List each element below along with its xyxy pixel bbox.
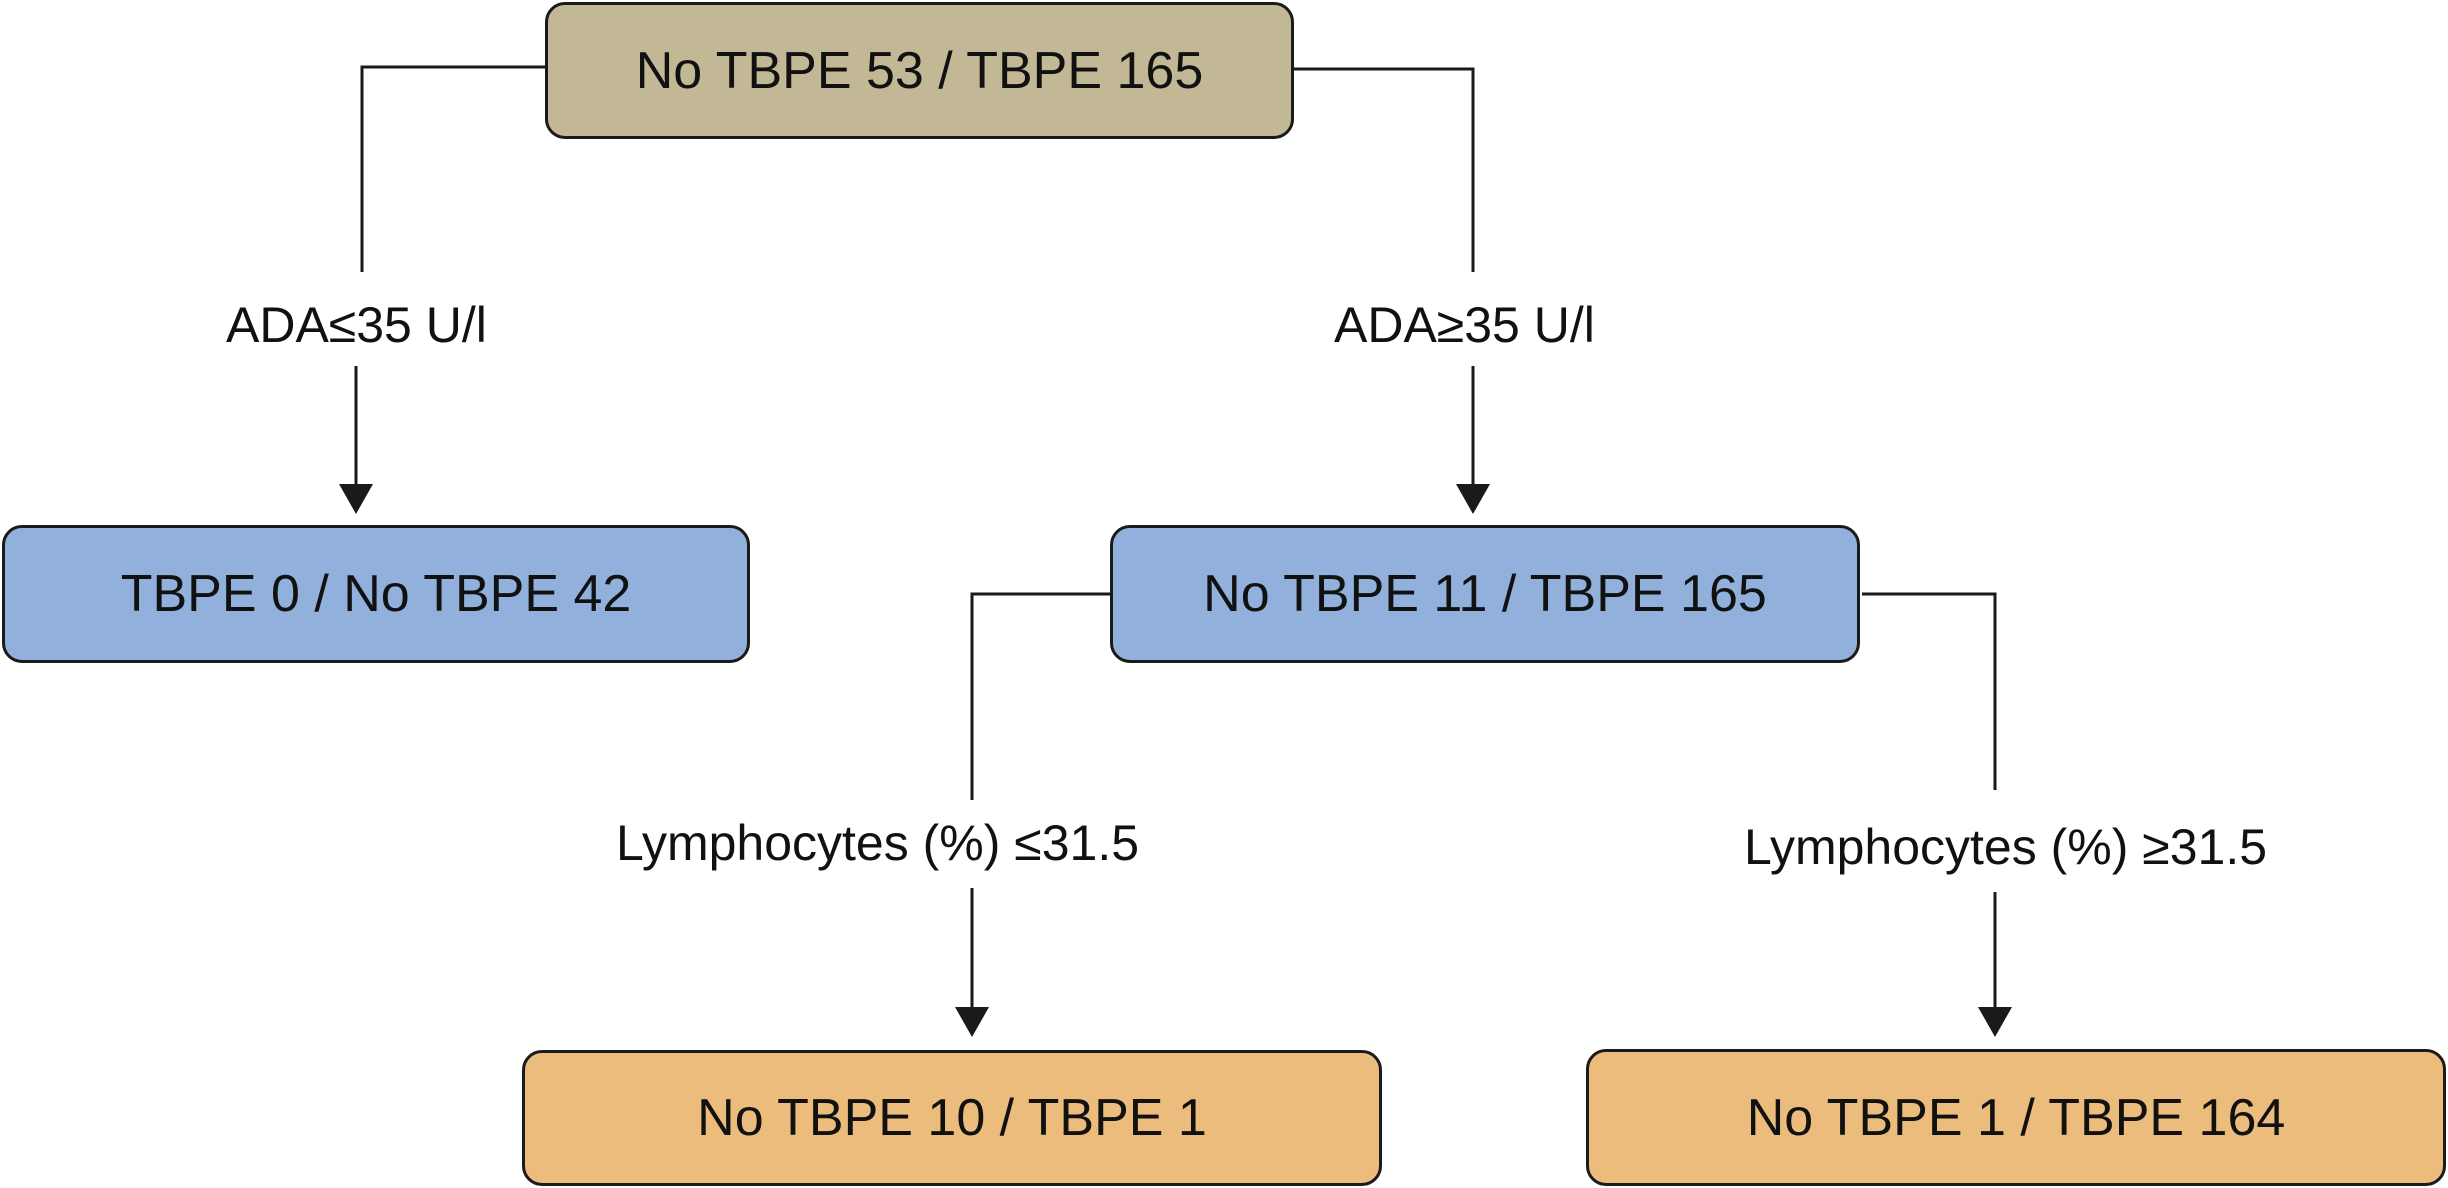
edge-root-left-upper (360, 65, 545, 272)
edge-label-ada-low: ADA≤35 U/l (220, 300, 493, 350)
edge-label-ada-high: ADA≥35 U/l (1328, 300, 1601, 350)
bottom-left-leaf-node: No TBPE 10 / TBPE 1 (522, 1050, 1382, 1186)
edge-label-lymph-low: Lymphocytes (%) ≤31.5 (610, 818, 1146, 868)
mid-node: No TBPE 11 / TBPE 165 (1110, 525, 1860, 663)
bottom-right-leaf-node: No TBPE 1 / TBPE 164 (1586, 1049, 2446, 1186)
edge-mid-left-upper (970, 592, 1110, 800)
edge-root-right-upper (1294, 67, 1475, 272)
edge-mid-right-upper (1862, 592, 1997, 790)
root-node: No TBPE 53 / TBPE 165 (545, 2, 1294, 139)
edge-label-lymph-high: Lymphocytes (%) ≥31.5 (1738, 822, 2274, 872)
arrowhead-bottom-right (1978, 1007, 2012, 1037)
arrowhead-bottom-left (955, 1007, 989, 1037)
arrowhead-right (1456, 484, 1490, 514)
left-leaf-node: TBPE 0 / No TBPE 42 (2, 525, 750, 663)
arrowhead-left (339, 484, 373, 514)
